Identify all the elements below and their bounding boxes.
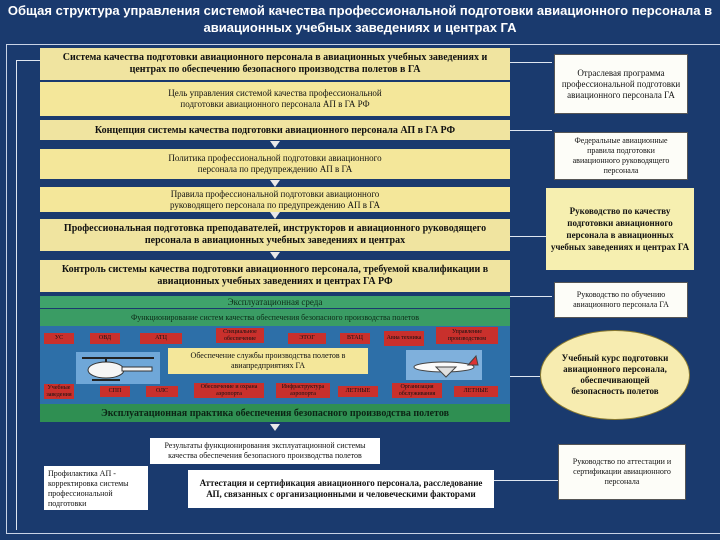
block-etog: ЭТОГ: [288, 333, 326, 344]
block-service-org: Организация обслуживания: [392, 383, 442, 398]
attestation-manual-box: Руководство по аттестации и сертификации…: [558, 444, 686, 500]
connector-line: [510, 62, 552, 63]
quality-system-box: Система качества подготовки авиационного…: [40, 48, 510, 80]
connector-line: [510, 376, 540, 377]
industry-program-box: Отраслевая программа профессиональной по…: [554, 54, 688, 114]
services-box: Обеспечение службы производства полетов …: [168, 348, 368, 374]
policy-box: Политика профессиональной подготовки ави…: [40, 149, 510, 179]
block-vtac: ВТАЦ: [340, 333, 370, 344]
arrow-icon: [270, 424, 280, 431]
block-schools: Учебные заведения: [44, 384, 74, 399]
block-flight-1: ЛЕТНЫЕ: [338, 386, 378, 397]
connector-line: [494, 480, 558, 481]
block-ovd: ОВД: [90, 333, 120, 344]
training-course-oval: Учебный курс подготовки авиационного пер…: [540, 330, 690, 420]
connector-line: [510, 130, 552, 131]
block-us: УС: [44, 333, 74, 344]
rules-box: Правила профессиональной подготовки авиа…: [40, 187, 510, 212]
block-atc: АТЦ: [140, 333, 182, 344]
prevention-box: Профилактика АП - корректировка системы …: [44, 466, 148, 510]
block-flight-2: ЛЕТНЫЕ: [454, 386, 498, 397]
helicopter-icon: [76, 352, 160, 384]
federal-rules-box: Федеральные авиационные правила подготов…: [554, 132, 688, 180]
quality-manual-box: Руководство по качеству подготовки авиац…: [546, 188, 694, 270]
airplane-icon: [406, 350, 482, 380]
concept-box: Концепция системы качества подготовки ав…: [40, 120, 510, 140]
training-manual-box: Руководство по обучению авиационного пер…: [554, 282, 688, 318]
training-box: Профессиональная подготовка преподавател…: [40, 219, 510, 251]
connector-line: [16, 60, 17, 530]
block-production: Управление производством: [436, 327, 498, 344]
connector-line: [16, 60, 40, 61]
block-airport-security: Обеспечение и охрана аэропорта: [194, 383, 264, 398]
block-aircraft: Авиа техника: [384, 331, 424, 346]
results-box: Результаты функционирования эксплуатацио…: [150, 438, 380, 464]
arrow-icon: [270, 212, 280, 219]
operational-environment-label: Эксплуатационная среда: [40, 296, 510, 308]
arrow-icon: [270, 141, 280, 148]
connector-line: [510, 296, 552, 297]
block-ols: ОЛС: [146, 386, 178, 397]
block-infrastructure: Инфраструктура аэропорта: [276, 383, 330, 398]
goal-box: Цель управления системой качества профес…: [40, 82, 510, 116]
certification-box: Аттестация и сертификация авиационного п…: [188, 470, 494, 508]
block-special: Специальное обеспечение: [216, 328, 264, 343]
block-spp: СПП: [100, 386, 130, 397]
page-title: Общая структура управления системой каче…: [0, 0, 720, 38]
practice-box: Эксплуатационная практика обеспечения бе…: [40, 404, 510, 422]
control-box: Контроль системы качества подготовки ави…: [40, 260, 510, 292]
arrow-icon: [270, 252, 280, 259]
arrow-icon: [270, 180, 280, 187]
functioning-systems-label: Функционирование систем качества обеспеч…: [40, 309, 510, 326]
